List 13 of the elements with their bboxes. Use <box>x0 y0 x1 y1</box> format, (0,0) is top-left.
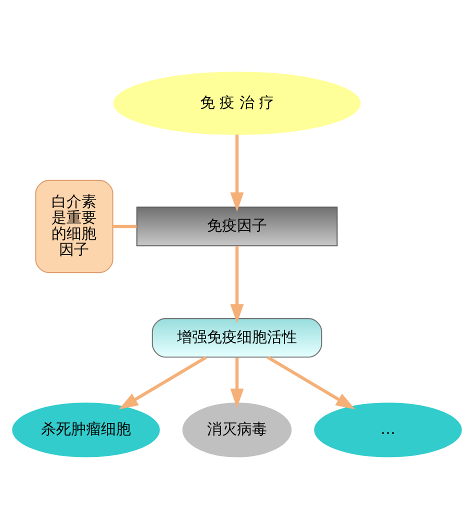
connector <box>113 224 137 228</box>
arrow <box>267 355 356 409</box>
node-ellipse: … <box>314 402 462 457</box>
arrow <box>230 357 244 408</box>
arrow <box>230 246 244 323</box>
node-box: 白介素是重要的细胞因子 <box>35 179 114 273</box>
node-ellipse: 免 疫 治 疗 <box>113 71 361 134</box>
node-box: 增强免疫细胞活性 <box>152 318 322 358</box>
arrow <box>230 134 244 212</box>
node-box: 免疫因子 <box>136 206 338 246</box>
arrow <box>118 355 207 409</box>
node-ellipse: 杀死肿瘤细胞 <box>12 402 160 457</box>
node-ellipse: 消灭病毒 <box>182 402 292 457</box>
